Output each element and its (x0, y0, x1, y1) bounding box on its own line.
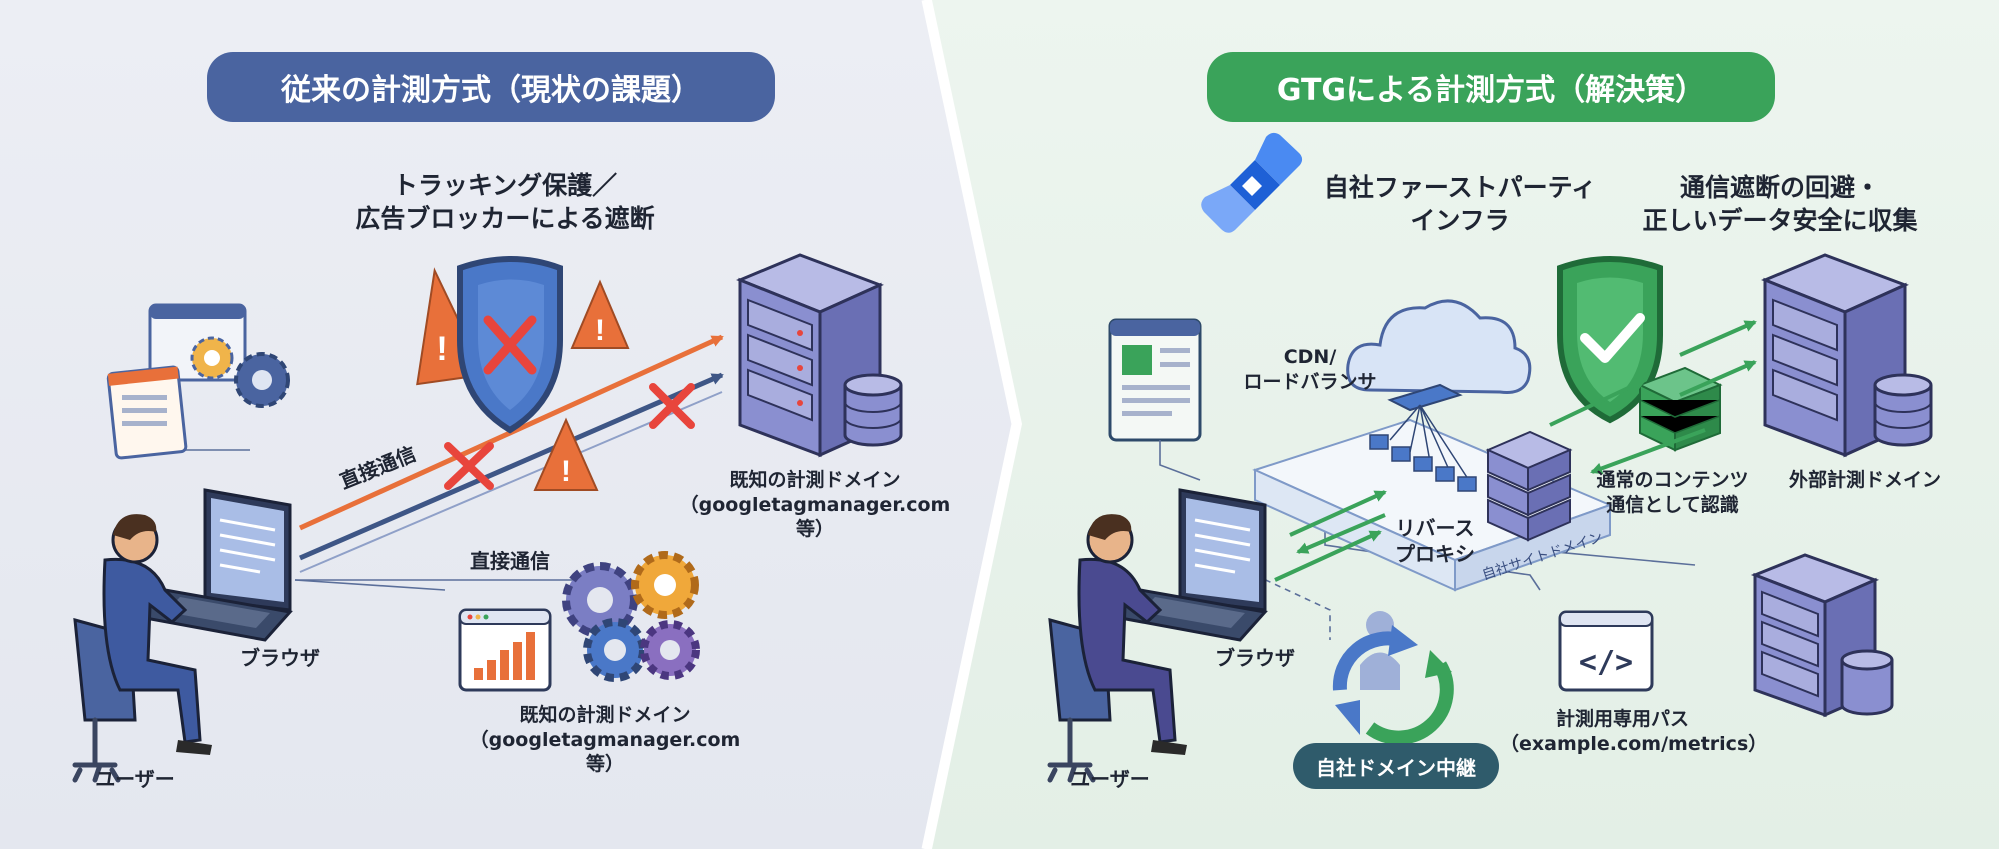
panel-divider (921, 0, 1019, 849)
right-panel-title: GTGによる計測方式（解決策） (1207, 52, 1775, 122)
cloud-icon (1346, 299, 1532, 394)
known-domain-label-2: 既知の計測ドメイン （googletagmanager.com 等） (469, 704, 741, 776)
block-x-icon (444, 442, 494, 490)
svg-text:!: ! (561, 455, 571, 488)
database-icon (843, 373, 903, 447)
shield-blocked-icon (457, 256, 563, 434)
browser-label-right: ブラウザ (1215, 646, 1295, 670)
left-panel-title: 従来の計測方式（現状の課題） (207, 52, 775, 122)
user-figure-icon (72, 514, 212, 783)
block-caption: トラッキング保護／ 広告ブロッカーによる遮断 (355, 171, 655, 233)
relay-cycle-icon (1332, 611, 1454, 745)
reverse-proxy-server-icon (1485, 430, 1573, 542)
block-x-icon (649, 383, 695, 429)
gear-icon (190, 336, 290, 408)
reverse-proxy-label: リバース プロキシ (1395, 516, 1475, 566)
svg-text:</>: </> (1579, 645, 1633, 680)
database-icon (1840, 649, 1894, 716)
warning-icon: ! (533, 417, 599, 491)
relay-badge: 自社ドメイン中継 (1293, 743, 1499, 789)
warning-icon: ! (570, 279, 630, 349)
external-domain-label: 外部計測ドメイン (1788, 469, 1941, 491)
normal-content-label: 通常のコンテンツ 通信として認識 (1596, 469, 1749, 516)
server-icon (736, 253, 884, 458)
direct-comm-label-2: 直接通信 (470, 549, 550, 573)
avoid-caption: 通信遮断の回避・ 正しいデータ安全に収集 (1642, 173, 1918, 235)
website-window-icon (1108, 318, 1202, 442)
user-figure-icon (1047, 514, 1187, 783)
user-label-right: ユーザー (1070, 767, 1150, 791)
gtm-logo-icon (1201, 132, 1303, 233)
cdn-label: CDN/ ロードバランサ (1243, 346, 1377, 393)
browser-label-left: ブラウザ (240, 646, 320, 670)
network-tree-icon (1369, 383, 1477, 492)
analytics-chart-icon (458, 608, 552, 692)
green-arrows (1274, 320, 1757, 582)
firewall-icon (1637, 366, 1723, 452)
svg-text:!: ! (436, 330, 447, 368)
database-icon (1873, 373, 1933, 447)
right-panel-bg (932, 0, 1999, 849)
user-label-left: ユーザー (95, 767, 175, 791)
svg-text:!: ! (595, 314, 605, 347)
known-domain-label-1: 既知の計測ドメイン （googletagmanager.com 等） (679, 469, 951, 541)
laptop-icon (137, 488, 293, 642)
metrics-path-label: 計測用専用パス （example.com/metrics） (1500, 708, 1768, 755)
code-window-icon: </> (1558, 610, 1654, 692)
gear-cluster-icon (562, 551, 700, 682)
infra-caption: 自社ファーストパーティ インフラ (1323, 173, 1597, 235)
direct-arrow-blue (299, 372, 724, 561)
